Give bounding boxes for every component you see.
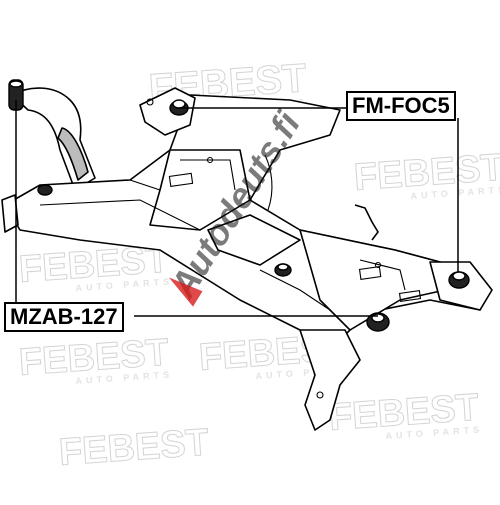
watermark-logo: FEBEST AUTO PARTS bbox=[17, 331, 173, 386]
bushing-right-mount bbox=[448, 271, 470, 289]
brake-pipe bbox=[354, 204, 379, 241]
mount-slot bbox=[398, 290, 422, 302]
left-arm-shade bbox=[57, 127, 89, 181]
detail-line bbox=[39, 199, 201, 231]
bolt-hole bbox=[206, 156, 214, 164]
bushing-left-arm bbox=[8, 79, 24, 111]
watermark-brand: FEBEST bbox=[58, 422, 210, 474]
leader-lines bbox=[15, 100, 459, 317]
lower-bracket bbox=[299, 329, 361, 431]
bolt-hole bbox=[374, 261, 382, 269]
watermark-logo: FEBEST AUTO PARTS bbox=[327, 386, 483, 441]
part-number-label-mzab-127: MZAB-127 bbox=[4, 302, 124, 332]
bushing-left-front bbox=[37, 184, 53, 196]
detail-line bbox=[180, 159, 236, 191]
rear-right-member bbox=[299, 229, 446, 331]
bolt-hole bbox=[146, 98, 154, 106]
watermark-brand: FEBEST bbox=[353, 147, 500, 199]
left-end-bracket bbox=[1, 194, 19, 233]
part-number-label-fm-foc5: FM-FOC5 bbox=[346, 91, 456, 121]
subframe-details bbox=[39, 98, 422, 399]
watermark-logo: FEBEST AUTO PARTS bbox=[352, 146, 500, 201]
site-watermark-arrow bbox=[168, 277, 203, 307]
mount-slot bbox=[168, 172, 194, 187]
bushing-center bbox=[274, 263, 292, 277]
detail-line bbox=[359, 259, 406, 291]
detail-line bbox=[259, 269, 331, 311]
detail-line bbox=[129, 179, 161, 191]
inner-plate bbox=[207, 214, 301, 266]
watermark-logo: FEBEST bbox=[57, 421, 210, 474]
mount-slot bbox=[358, 266, 382, 280]
subframe-outline bbox=[1, 87, 493, 431]
bolt-hole bbox=[316, 391, 324, 399]
bushings bbox=[8, 79, 470, 332]
detail-line bbox=[264, 154, 273, 211]
